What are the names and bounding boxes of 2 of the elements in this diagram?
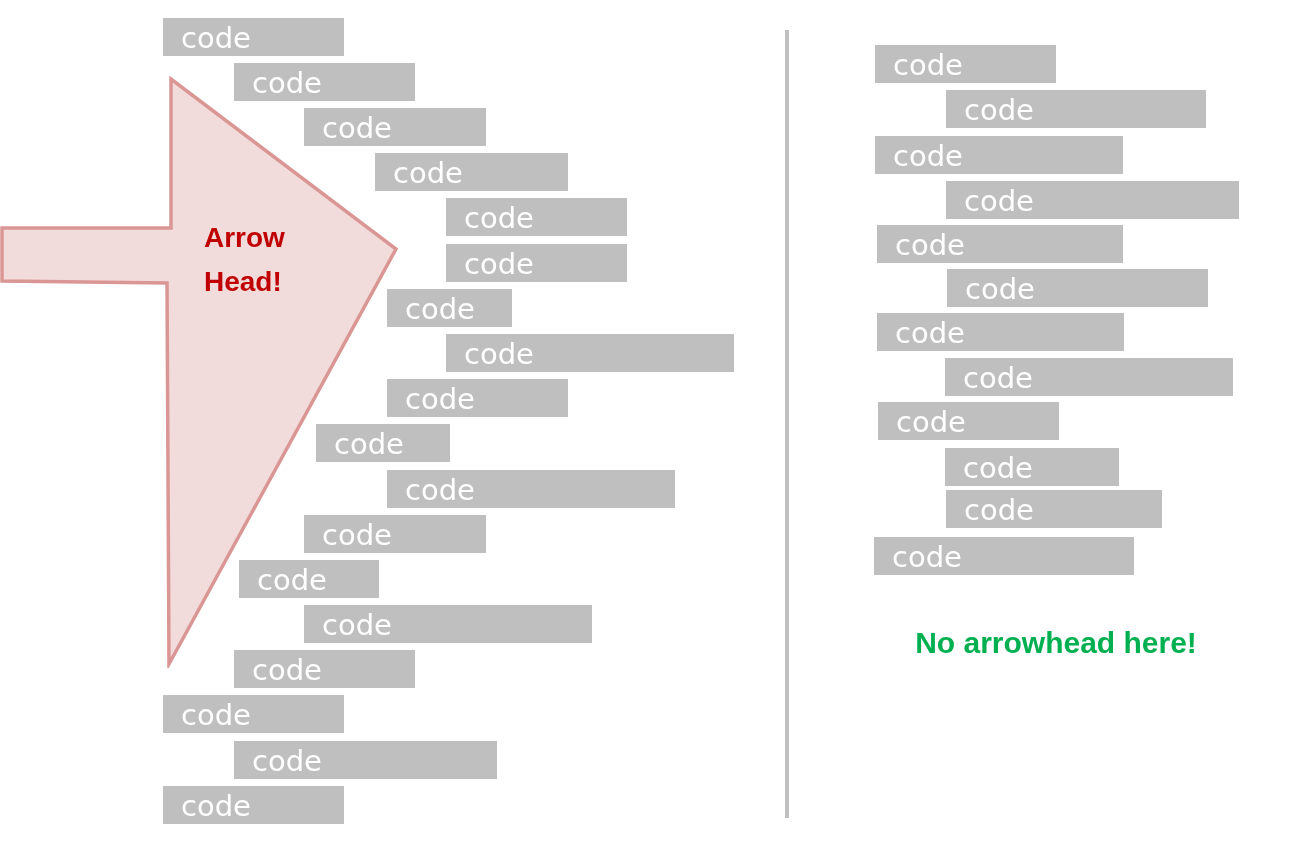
- note-text: No arrowhead here!: [914, 626, 1198, 660]
- arrow-label: Arrow Head!: [204, 221, 286, 299]
